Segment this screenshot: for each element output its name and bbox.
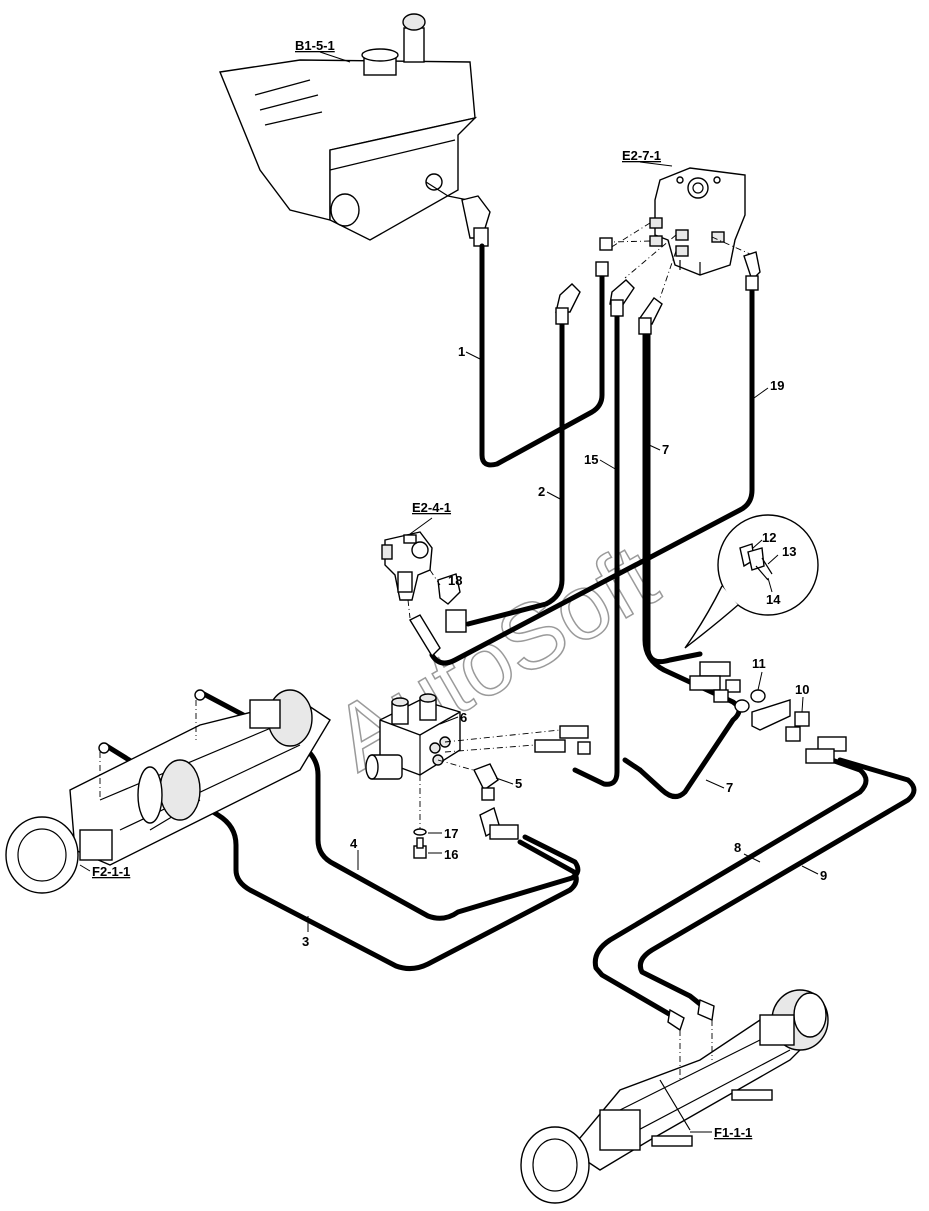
ref-rear-axle: F2-1-1 <box>92 864 130 879</box>
ref-small-valve: E2-4-1 <box>412 500 451 515</box>
fittings-valve-6 <box>473 725 591 840</box>
label-6: 6 <box>460 710 467 725</box>
label-8: 8 <box>734 840 741 855</box>
label-7b: 7 <box>726 780 733 795</box>
hose-3 <box>102 742 579 972</box>
label-19: 19 <box>770 378 784 393</box>
rear-axle <box>5 689 331 894</box>
hose-19 <box>429 283 755 666</box>
hose-8 <box>592 755 869 1021</box>
steering-valve-block <box>649 167 746 276</box>
ref-front-axle: F1-1-1 <box>714 1125 752 1140</box>
label-17: 17 <box>444 826 458 841</box>
hose-15 <box>572 309 620 787</box>
tank-elbow-fitting <box>461 195 491 247</box>
label-3: 3 <box>302 934 309 949</box>
label-4: 4 <box>350 836 358 851</box>
brake-valve-6 <box>365 693 461 780</box>
hydraulic-tank <box>219 13 478 241</box>
label-5: 5 <box>515 776 522 791</box>
front-axle <box>520 989 829 1204</box>
label-11: 11 <box>752 656 766 671</box>
label-10: 10 <box>795 682 809 697</box>
label-18: 18 <box>448 573 462 588</box>
detail-callout <box>684 514 819 649</box>
hose-2 <box>465 317 565 627</box>
coupling-block <box>689 661 847 764</box>
label-2: 2 <box>538 484 545 499</box>
label-1: 1 <box>458 344 465 359</box>
label-13: 13 <box>782 544 796 559</box>
screw-and-washer <box>413 828 427 859</box>
label-14: 14 <box>766 592 781 607</box>
hose-9 <box>637 757 917 1015</box>
label-12: 12 <box>762 530 776 545</box>
hose-1 <box>479 243 605 468</box>
label-16: 16 <box>444 847 458 862</box>
hose-fittings-top <box>555 237 761 335</box>
label-15: 15 <box>584 452 598 467</box>
hose-7-branch <box>622 757 643 773</box>
label-9: 9 <box>820 868 827 883</box>
ref-valve-block: E2-7-1 <box>622 148 661 163</box>
ref-tank: B1-5-1 <box>295 38 335 53</box>
watermark: AutoSoft <box>317 525 674 790</box>
label-7a: 7 <box>662 442 669 457</box>
small-valve-unit <box>381 531 467 658</box>
